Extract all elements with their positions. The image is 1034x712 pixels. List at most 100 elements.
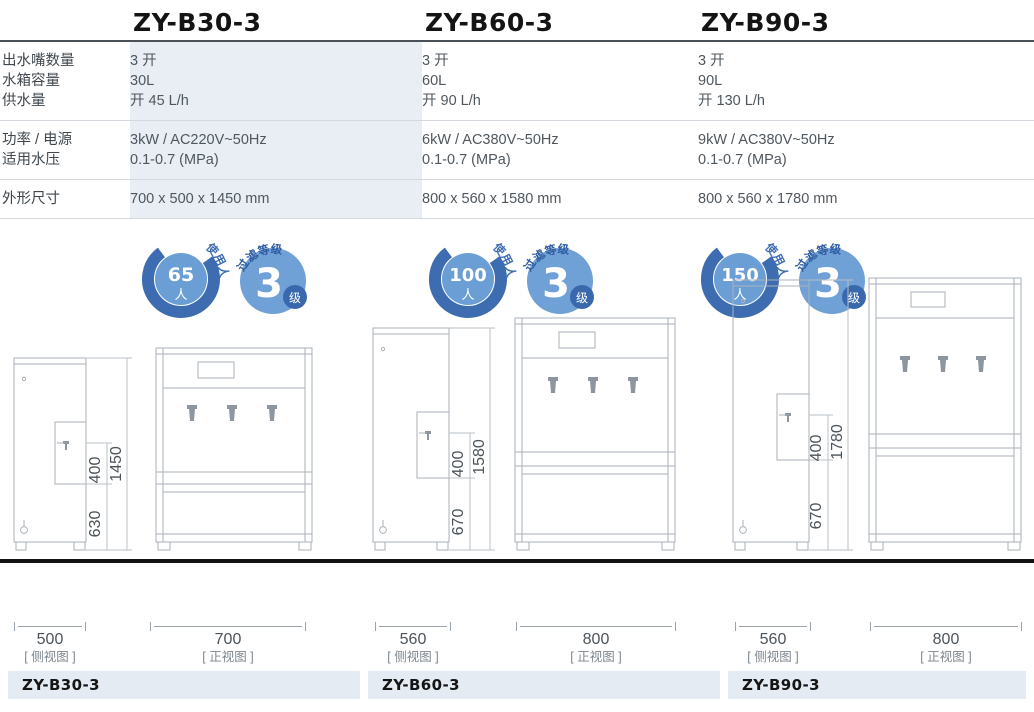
spec-values-product-1: 700 x 500 x 1450 mm (130, 180, 422, 218)
people-count-value: 65 (168, 264, 194, 286)
drawing-unit-1: 400 630 1450 (8, 312, 360, 559)
people-capacity-badge: 100 人 使用人数 (424, 231, 520, 327)
footer-model-name: ZY-B30-3 (22, 676, 100, 694)
spec-table-body: 出水嘴数量 水箱容量 供水量 3 开 30L 开 45 L/h 3 开 60L … (0, 42, 1034, 219)
dimension-line (375, 622, 451, 631)
dimension-line (870, 622, 1022, 631)
spec-header-label-column (0, 35, 130, 40)
spec-values-product-3: 800 x 560 x 1780 mm (698, 180, 1034, 218)
front-view-outline (155, 347, 313, 551)
drawing-unit-3-svg: 400 670 1780 (732, 277, 1022, 551)
footer-band-product-3: ZY-B90-3 (728, 671, 1026, 699)
spec-label: 水箱容量 (2, 73, 60, 89)
spec-table-header-row: ZY-B30-3 ZY-B60-3 ZY-B90-3 (0, 0, 1034, 40)
side-view-label: [ 侧视图 ] (24, 650, 76, 664)
spec-value: 0.1-0.7 (MPa) (698, 152, 787, 168)
spec-values-product-2: 6kW / AC380V~50Hz 0.1-0.7 (MPa) (422, 121, 698, 179)
people-count-value: 100 (449, 265, 487, 286)
spec-label: 适用水压 (2, 152, 60, 168)
footer-band-product-1: ZY-B30-3 (8, 671, 360, 699)
table-top-rule (0, 40, 1034, 42)
spec-value: 开 45 L/h (130, 93, 189, 109)
dimension-captions: 500 [ 侧视图 ] 700 [ 正视图 ] 560 [ 侧视图 ] 800 … (0, 622, 1034, 664)
spec-values-product-2: 3 开 60L 开 90 L/h (422, 42, 698, 120)
spec-value: 800 x 560 x 1580 mm (422, 191, 562, 207)
spec-label: 外形尺寸 (2, 191, 60, 207)
side-view-caption-2: 560 [ 侧视图 ] (368, 630, 458, 666)
side-dimension-lower: 670 (808, 503, 825, 530)
filter-grade-badge: 3 级 过滤等级 (512, 231, 608, 327)
front-view-outline (514, 317, 676, 551)
badge-group-product-1: 65 人 使用人数 3 级 过滤等级 (137, 228, 337, 332)
filter-unit-label: 级 (576, 291, 588, 305)
side-view-outline (732, 279, 810, 551)
tap-icon (548, 377, 638, 393)
dimension-line (14, 622, 86, 631)
dimension-line (735, 622, 811, 631)
front-width-value: 700 (214, 631, 242, 648)
people-unit-label: 人 (174, 288, 187, 303)
side-width-value: 560 (759, 631, 787, 648)
front-view-label: [ 正视图 ] (920, 650, 972, 664)
spec-value: 3kW / AC220V~50Hz (130, 132, 267, 148)
side-dimension-total: 1780 (829, 424, 846, 460)
spec-value: 90L (698, 73, 723, 89)
first-column-tint (130, 42, 422, 219)
spec-header-product-1: ZY-B30-3 (133, 8, 262, 37)
dimension-line (516, 622, 676, 631)
side-dimension-upper: 400 (450, 451, 467, 478)
spec-row-labels: 外形尺寸 (0, 180, 130, 218)
side-dimension-upper: 400 (87, 457, 104, 484)
spec-row-labels: 出水嘴数量 水箱容量 供水量 (0, 42, 130, 120)
spec-header-product-3: ZY-B90-3 (701, 8, 830, 37)
filter-grade-badge: 3 级 过滤等级 (225, 231, 321, 327)
front-view-caption-2: 800 [ 正视图 ] (506, 630, 686, 666)
table-row: 出水嘴数量 水箱容量 供水量 3 开 30L 开 45 L/h 3 开 60L … (0, 42, 1034, 121)
spec-value: 3 开 (422, 53, 449, 69)
spec-table: ZY-B30-3 ZY-B60-3 ZY-B90-3 出水嘴数量 水箱容量 供水… (0, 0, 1034, 219)
front-view-label: [ 正视图 ] (570, 650, 622, 664)
side-view-label: [ 侧视图 ] (387, 650, 439, 664)
spec-value: 3 开 (698, 53, 725, 69)
side-dimension-total: 1450 (108, 446, 125, 482)
drawing-unit-3: 400 670 1780 (727, 272, 1027, 559)
spec-value: 0.1-0.7 (MPa) (422, 152, 511, 168)
spec-values-product-1: 3kW / AC220V~50Hz 0.1-0.7 (MPa) (130, 121, 422, 179)
footer-model-name: ZY-B60-3 (382, 676, 460, 694)
table-row: 功率 / 电源 适用水压 3kW / AC220V~50Hz 0.1-0.7 (… (0, 121, 1034, 180)
spec-label: 供水量 (2, 93, 46, 109)
footer-bands: ZY-B30-3 ZY-B60-3 ZY-B90-3 (0, 671, 1034, 699)
spec-value: 开 130 L/h (698, 93, 765, 109)
spec-value: 0.1-0.7 (MPa) (130, 152, 219, 168)
side-dimension-lower: 630 (87, 511, 104, 538)
filter-unit-label: 级 (848, 291, 860, 305)
spec-header-product-2: ZY-B60-3 (425, 8, 554, 37)
spec-values-product-1: 3 开 30L 开 45 L/h (130, 42, 422, 120)
spec-value: 9kW / AC380V~50Hz (698, 132, 835, 148)
side-view-caption-3: 560 [ 侧视图 ] (728, 630, 818, 666)
side-dimension-upper: 400 (808, 435, 825, 462)
drawing-unit-1-svg: 400 630 1450 (13, 347, 313, 551)
spec-values-product-3: 3 开 90L 开 130 L/h (698, 42, 1034, 120)
spec-value: 800 x 560 x 1780 mm (698, 191, 838, 207)
side-view-outline (13, 357, 87, 551)
people-capacity-badge: 65 人 使用人数 (137, 231, 233, 327)
front-view-caption-3: 800 [ 正视图 ] (860, 630, 1032, 666)
spec-row-labels: 功率 / 电源 适用水压 (0, 121, 130, 179)
people-unit-label: 人 (461, 288, 474, 303)
front-view-caption-1: 700 [ 正视图 ] (140, 630, 316, 666)
front-view-outline (868, 277, 1022, 551)
dimension-line (150, 622, 306, 631)
side-view-caption-1: 500 [ 侧视图 ] (6, 630, 94, 666)
spec-label: 出水嘴数量 (2, 53, 75, 69)
spec-values-product-2: 800 x 560 x 1580 mm (422, 180, 698, 218)
side-width-value: 500 (36, 631, 64, 648)
badge-group-product-2: 100 人 使用人数 3 级 过滤等级 (424, 228, 624, 332)
table-row: 外形尺寸 700 x 500 x 1450 mm 800 x 560 x 158… (0, 180, 1034, 219)
spec-value: 开 90 L/h (422, 93, 481, 109)
filter-unit-label: 级 (289, 291, 301, 305)
people-capacity-badge: 150 人 使用人数 (696, 231, 792, 327)
spec-values-product-3: 9kW / AC380V~50Hz 0.1-0.7 (MPa) (698, 121, 1034, 179)
tap-icon (900, 356, 986, 372)
badges-row: 65 人 使用人数 3 级 过滤等级 (0, 228, 1034, 332)
